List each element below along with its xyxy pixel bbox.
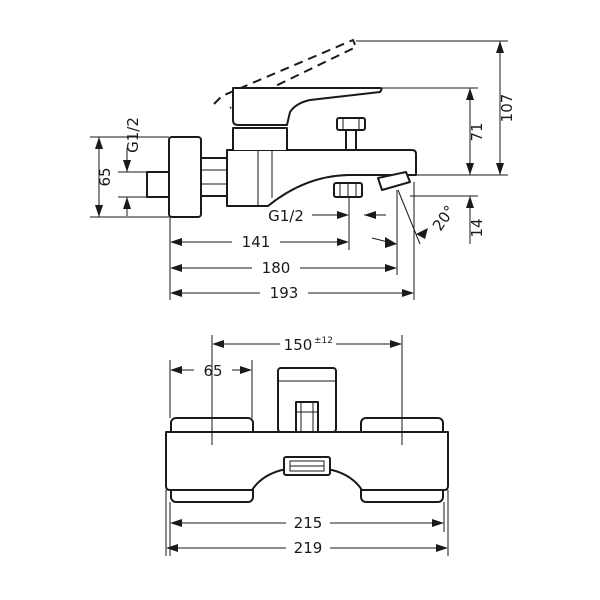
front-view: 150 ±12 65 215 219 [165,335,449,557]
dim-inlet-thread-label: G1/2 [124,117,142,153]
dim-length-180-label: 180 [262,259,291,277]
diverter-knob [336,117,366,151]
shower-outlet [333,182,363,198]
mixer-body [226,149,417,207]
dim-centers-tolerance: ±12 [314,336,333,346]
dimension-lines [95,41,504,297]
lever-base [232,127,288,150]
extension-lines [90,40,508,300]
hex-nut [200,157,228,197]
dim-length-193-label: 193 [270,284,299,302]
wall-flange [168,136,202,218]
inlet-connector [146,171,172,198]
spout-outlet [283,456,331,476]
dim-height-65-label: 65 [96,167,114,186]
dim-angle-label: 20° [429,202,459,234]
dim-length-141-label: 141 [242,233,271,251]
dim-height-107-label: 107 [498,94,516,123]
dim-height-14-label: 14 [468,218,486,237]
side-view: G1/2 65 107 71 14 20° G1/2 141 180 193 [90,38,516,302]
dim-outlet-thread-label: G1/2 [268,207,304,225]
diverter-stem [295,401,319,433]
lever-handle [232,87,383,126]
dim-width-215-label: 215 [294,514,323,532]
spout-aerator [377,171,411,191]
dim-height-71-label: 71 [468,122,486,141]
dim-width-65-label: 65 [203,362,222,380]
front-dimension-lines [166,340,448,552]
dim-width-219-label: 219 [294,539,323,557]
lever-raised-outline [213,38,358,109]
dim-centers-label: 150 [284,336,313,354]
front-extension-lines [165,335,449,556]
